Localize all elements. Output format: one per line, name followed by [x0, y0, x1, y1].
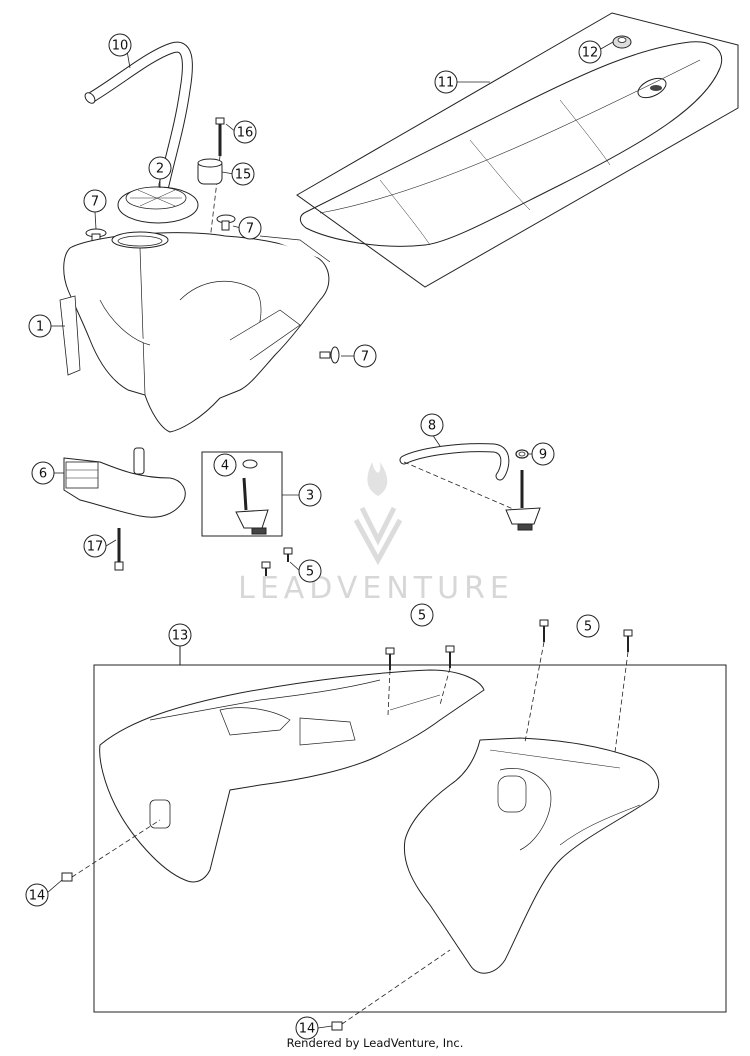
spoiler-left — [99, 669, 485, 883]
svg-text:6: 6 — [39, 467, 47, 482]
svg-text:4: 4 — [221, 459, 229, 474]
svg-text:9: 9 — [539, 448, 547, 463]
seat-group — [296, 12, 739, 288]
watermark-flame-icon — [367, 462, 388, 496]
seat-fold-2 — [469, 139, 531, 211]
callout-9: 9 — [528, 442, 555, 466]
svg-text:11: 11 — [438, 76, 455, 91]
fuel-cap — [117, 186, 199, 224]
callout-11: 11 — [434, 70, 490, 94]
hose-clip — [515, 449, 529, 459]
tank-strap — [63, 447, 186, 518]
callout-7-cap: 7 — [232, 216, 262, 240]
watermark-logo-icon — [353, 506, 403, 566]
screw-right — [216, 214, 236, 231]
fuel-line — [399, 443, 541, 531]
callout-1: 1 — [28, 314, 65, 338]
svg-text:2: 2 — [156, 162, 164, 177]
svg-text:14: 14 — [29, 889, 46, 904]
fuel-hose — [84, 41, 193, 191]
svg-text:17: 17 — [87, 540, 104, 555]
callout-7-tank: 7 — [341, 344, 377, 368]
svg-text:7: 7 — [361, 350, 369, 365]
callout-7-left: 7 — [83, 189, 107, 230]
spoiler-screws — [385, 619, 633, 753]
screw-tank-side — [319, 346, 340, 364]
seat-fold-1 — [379, 179, 431, 246]
screws-lower — [261, 547, 293, 576]
svg-text:7: 7 — [91, 195, 99, 210]
svg-text:5: 5 — [418, 609, 426, 624]
watermark-text: LEADVENTURE — [238, 571, 514, 606]
spoiler-frame — [93, 664, 727, 1013]
spoiler-right — [403, 737, 660, 974]
seat-frame — [296, 12, 739, 288]
svg-text:5: 5 — [306, 565, 314, 580]
svg-text:13: 13 — [172, 629, 189, 644]
seat-hole — [637, 77, 667, 99]
callout-10: 10 — [108, 33, 132, 69]
svg-text:8: 8 — [428, 419, 436, 434]
callout-3: 3 — [282, 483, 322, 507]
svg-text:12: 12 — [582, 46, 599, 61]
svg-text:7: 7 — [246, 222, 254, 237]
callout-8: 8 — [420, 413, 444, 447]
callout-4: 4 — [213, 453, 237, 477]
svg-text:15: 15 — [235, 168, 252, 183]
svg-text:5: 5 — [584, 620, 592, 635]
callout-13: 13 — [168, 623, 192, 647]
seat-fold-3 — [559, 99, 611, 166]
callout-5-spoiler-right: 5 — [576, 614, 600, 638]
svg-text:16: 16 — [237, 126, 254, 141]
callout-14-bottom: 14 — [295, 1016, 333, 1040]
spoiler-side-screws — [61, 819, 451, 1031]
svg-text:1: 1 — [36, 320, 44, 335]
seat-nut — [612, 35, 632, 49]
callout-16: 16 — [225, 120, 257, 144]
seat-hole-inner — [650, 85, 662, 91]
fuel-tank — [59, 231, 331, 433]
svg-text:3: 3 — [306, 489, 314, 504]
svg-text:10: 10 — [112, 39, 129, 54]
watermark: LEADVENTURE — [238, 462, 514, 606]
seat-top-line — [319, 59, 701, 214]
strap-bolt — [114, 528, 124, 571]
callout-14-left: 14 — [25, 879, 63, 907]
callout-5-lower: 5 — [289, 559, 322, 583]
callout-15: 15 — [221, 162, 255, 186]
callout-2: 2 — [148, 156, 172, 188]
callout-17: 17 — [83, 534, 117, 558]
svg-text:14: 14 — [299, 1022, 316, 1037]
callout-12: 12 — [578, 40, 614, 64]
seat-outline — [299, 41, 722, 247]
footer-credit: Rendered by LeadVenture, Inc. — [286, 1036, 464, 1050]
callout-5-spoiler-left: 5 — [410, 603, 434, 627]
fuel-tap-assembly — [201, 451, 283, 537]
callout-6: 6 — [31, 461, 64, 485]
